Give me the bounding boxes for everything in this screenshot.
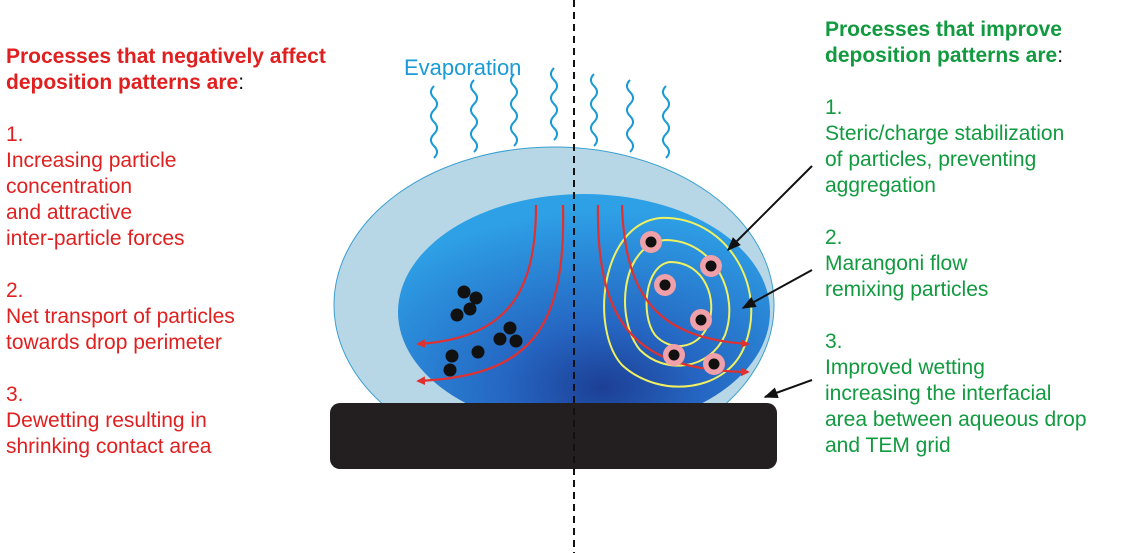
evaporation-waves <box>430 67 670 159</box>
pointer-arrow-stabilization <box>727 165 813 251</box>
particle <box>469 291 483 305</box>
evaporation-wave-icon <box>430 85 438 159</box>
positive-item-line: Improved wetting <box>825 356 985 379</box>
particle <box>457 285 471 299</box>
positive-item-line: aggregation <box>825 174 936 197</box>
negative-item-1: 1. Increasing particle concentration and… <box>6 122 386 252</box>
flow-arrow-icon <box>620 204 750 348</box>
positive-item-3: 3. Improved wetting increasing the inter… <box>825 329 1125 459</box>
negative-item-number: 1. <box>6 123 24 146</box>
negative-item-2: 2. Net transport of particles towards dr… <box>6 278 386 356</box>
pointer-arrow-wetting <box>763 379 813 398</box>
positive-item-line: remixing particles <box>825 278 989 301</box>
negative-item-line: and attractive <box>6 201 133 224</box>
evaporation-wave-icon <box>550 67 558 141</box>
negative-item-number: 3. <box>6 383 24 406</box>
negative-item-line: Increasing particle <box>6 149 177 172</box>
stabilized-particles <box>640 231 725 375</box>
positive-item-line: Marangoni flow <box>825 252 968 275</box>
evaporation-wave-icon <box>470 79 478 153</box>
positive-heading-colon: : <box>1057 44 1064 67</box>
tem-grid-substrate <box>330 403 777 469</box>
flow-arrow-icon <box>416 204 538 348</box>
positive-item-1: 1. Steric/charge stabilization of partic… <box>825 95 1125 199</box>
particle <box>445 349 459 363</box>
particle <box>443 363 457 377</box>
positive-item-line: Steric/charge stabilization <box>825 122 1065 145</box>
positive-item-2: 2. Marangoni flow remixing particles <box>825 225 1125 303</box>
flow-arrow-icon <box>416 204 565 386</box>
marangoni-loop <box>645 260 713 348</box>
particle <box>471 345 485 359</box>
positive-item-number: 2. <box>825 226 843 249</box>
negative-heading-line1: Processes that negatively affect <box>6 45 326 68</box>
negative-item-line: concentration <box>6 175 133 198</box>
evaporation-wave-icon <box>662 85 670 159</box>
positive-item-line: area between aqueous drop <box>825 408 1087 431</box>
negative-item-line: Dewetting resulting in <box>6 409 207 432</box>
pointer-arrows <box>727 165 813 398</box>
evaporation-label: Evaporation <box>404 55 522 80</box>
negative-item-line: Net transport of particles <box>6 305 235 328</box>
negative-heading-colon: : <box>238 71 245 94</box>
positive-processes-heading: Processes that improve deposition patter… <box>825 17 1125 69</box>
negative-heading-line2: deposition patterns are <box>6 71 239 94</box>
evaporation-wave-icon <box>626 79 634 153</box>
negative-item-number: 2. <box>6 279 24 302</box>
negative-processes-panel: Processes that negatively affect deposit… <box>6 44 386 460</box>
positive-heading-line2: deposition patterns are <box>825 44 1058 67</box>
aggregated-particles <box>443 285 523 377</box>
positive-processes-panel: Processes that improve deposition patter… <box>825 17 1125 459</box>
negative-item-line: shrinking contact area <box>6 435 212 458</box>
evaporation-wave-icon <box>510 73 518 147</box>
marangoni-loop <box>603 216 753 388</box>
positive-item-number: 3. <box>825 330 843 353</box>
negative-processes-heading: Processes that negatively affect deposit… <box>6 44 386 96</box>
negative-item-3: 3. Dewetting resulting in shrinking cont… <box>6 382 386 460</box>
particle <box>450 308 464 322</box>
positive-item-line: increasing the interfacial <box>825 382 1052 405</box>
particle <box>503 321 517 335</box>
negative-item-line: inter-particle forces <box>6 227 185 250</box>
positive-heading-line1: Processes that improve <box>825 18 1062 41</box>
left-flow-arrows <box>416 204 565 386</box>
pointer-arrow-marangoni <box>741 269 813 309</box>
particle <box>509 334 523 348</box>
evaporation-wave-icon <box>590 73 598 147</box>
particle <box>493 332 507 346</box>
positive-item-number: 1. <box>825 96 843 119</box>
positive-item-line: and TEM grid <box>825 434 951 457</box>
positive-item-line: of particles, preventing <box>825 148 1037 171</box>
particle <box>463 302 477 316</box>
negative-item-line: towards drop perimeter <box>6 331 222 354</box>
